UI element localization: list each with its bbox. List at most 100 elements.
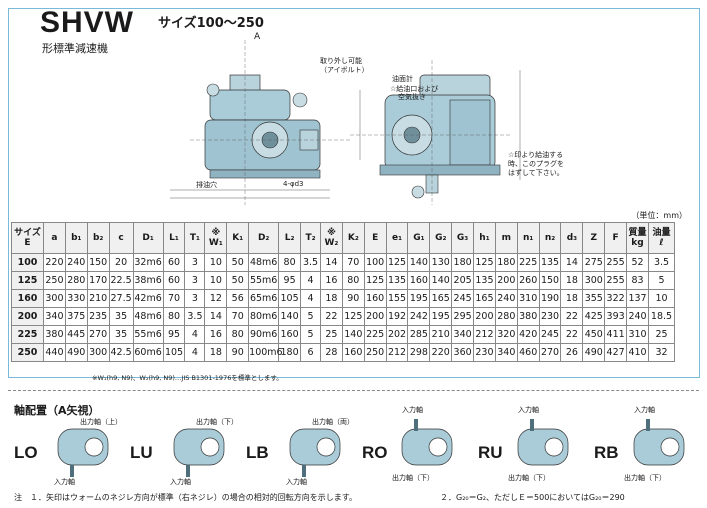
table-cell: 125 [473,253,496,272]
size-cell: 100 [11,253,44,272]
size-cell: 225 [11,325,44,344]
size-cell: 160 [11,289,44,308]
column-header: a [43,222,66,254]
column-header: G₃ [451,222,475,254]
page-subtitle: 形標準減速機 [42,42,108,55]
column-header: D₁ [132,222,164,254]
table-cell: 160 [407,271,431,290]
table-cell: 22.5 [108,271,134,290]
output-hub [316,437,336,457]
spec-frame [8,8,700,378]
table-cell: 16 [204,325,228,344]
table-cell: 70 [341,253,365,272]
table-cell: 165 [473,289,496,308]
table-cell: 50 [226,271,250,290]
table-cell: 95 [278,271,302,290]
table-cell: 160 [278,325,302,344]
table-cell: 240 [494,289,518,308]
table-cell: 125 [385,253,409,272]
table-cell: 105 [278,289,302,308]
arrangement-diagram [173,428,225,477]
table-footnote: ※W₁(h9, N9)、W₂(h9, N9)…JIS B1301-1976を標準… [92,374,283,382]
output-shaft-label: 出力軸（下） [392,474,434,482]
table-cell: 165 [429,289,453,308]
table-cell: 10 [204,271,228,290]
table-cell: 490 [64,343,88,362]
table-cell: 140 [429,271,453,290]
table-cell: 250 [363,343,387,362]
table-cell: 18 [320,289,343,308]
table-cell: 275 [582,253,606,272]
arrangement-title: 軸配置（A矢視） [14,404,100,417]
reducer-drawing [170,40,521,205]
table-cell: 65m6 [248,289,280,308]
table-cell: 135 [473,271,496,290]
table-cell: 125 [341,307,365,326]
table-cell: 14 [320,253,343,272]
table-cell: 60 [162,271,186,290]
table-cell: 270 [538,343,562,362]
table-cell: 80m6 [248,307,280,326]
table-cell: 298 [407,343,431,362]
column-header: サイズ E [11,222,44,254]
table-cell: 212 [385,343,409,362]
table-cell: 310 [516,289,540,308]
table-cell: 4 [184,343,206,362]
table-cell: 280 [494,307,518,326]
table-cell: 5 [300,307,322,326]
table-cell: 125 [363,271,387,290]
table-cell: 240 [626,307,649,326]
table-cell: 60 [162,253,186,272]
table-cell: 212 [473,325,496,344]
input-shaft-label: 入力軸 [170,478,191,486]
table-cell: 35 [108,325,134,344]
column-header: h₁ [473,222,496,254]
table-cell: 70 [226,307,250,326]
table-cell: 410 [626,343,649,362]
table-cell: 242 [407,307,431,326]
table-cell: 150 [538,271,562,290]
table-cell: 250 [43,271,66,290]
column-header: G₂ [429,222,453,254]
plug-note-label-3: はずして下さい。 [508,169,564,177]
output-hub [200,437,220,457]
table-cell: 4 [300,289,322,308]
table-cell: 140 [278,307,302,326]
table-cell: 56 [226,289,250,308]
table-cell: 255 [604,271,628,290]
table-cell: 355 [582,289,606,308]
removable-label: 取り外し可能 [320,57,362,65]
vent-label: ☆給油口および [390,85,439,93]
table-cell: 22 [320,307,343,326]
arrangement-code: LO [14,443,38,462]
arrangement-diagram [289,428,341,477]
table-cell: 450 [582,325,606,344]
table-cell: 240 [64,253,88,272]
output-hub [660,437,680,457]
column-header: K₁ [226,222,250,254]
table-cell: 270 [86,325,110,344]
table-cell: 150 [86,253,110,272]
arrangement-diagram [517,419,569,466]
table-cell: 90m6 [248,325,280,344]
table-cell: 25 [320,325,343,344]
front-view [350,60,510,205]
column-header: Z [582,222,606,254]
input-shaft [186,465,190,477]
table-cell: 26 [560,343,584,362]
arrangement-diagram [633,419,685,466]
column-header: T₂ [300,222,322,254]
table-cell: 180 [494,253,518,272]
table-cell: 52 [626,253,649,272]
plug-note-label: ☆印より給油する [508,151,564,159]
column-header: n₂ [538,222,562,254]
table-cell: 135 [538,253,562,272]
note-2: ２．G₂₀＝G₂、ただしＥ＝500においてはG₂₀＝290 [440,493,625,502]
table-cell: 48m6 [132,307,164,326]
